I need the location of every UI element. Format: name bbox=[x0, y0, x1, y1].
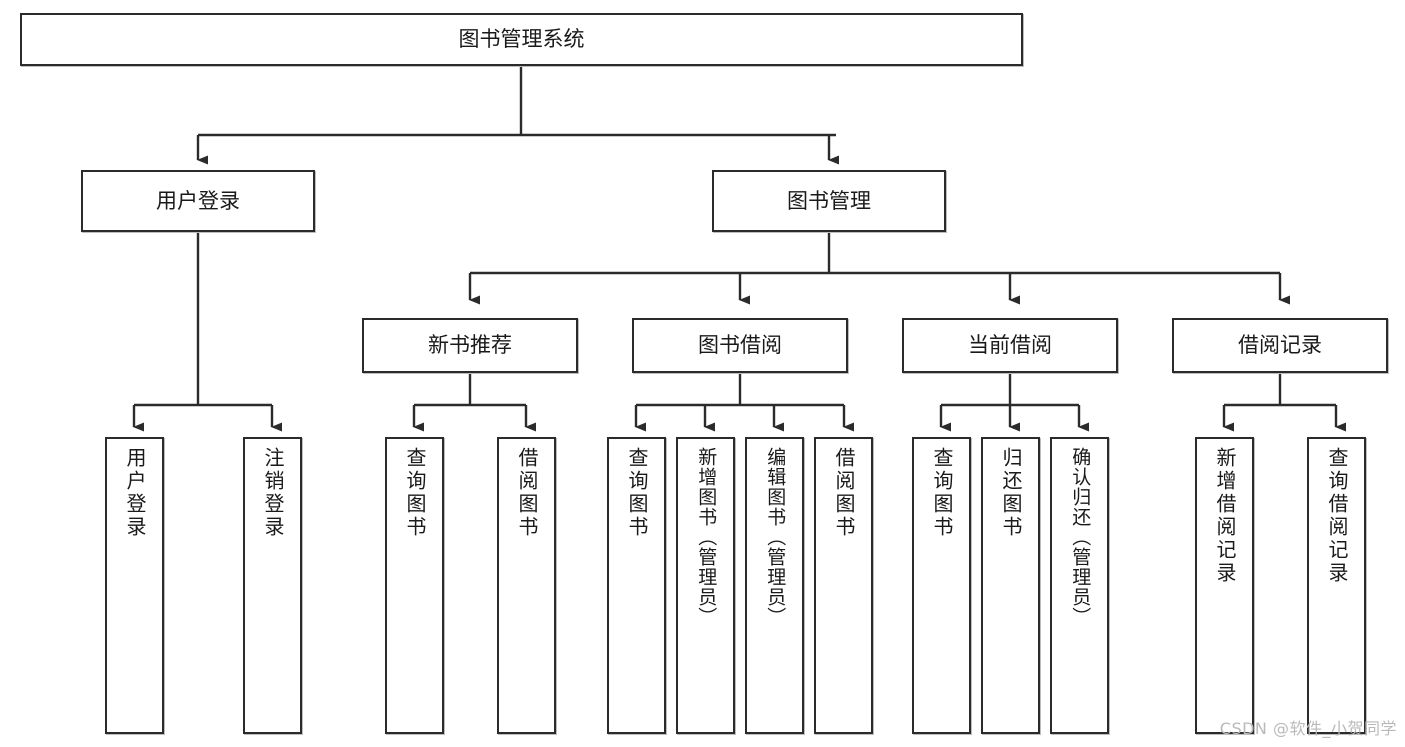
node-label: 图书借阅 bbox=[698, 333, 782, 358]
node-label: 图书管理系统 bbox=[458, 27, 585, 52]
leaf-user-login-login[interactable]: 用户登录 bbox=[105, 437, 164, 734]
leaf-borrow-record-add-record[interactable]: 新增借阅记录 bbox=[1195, 437, 1254, 734]
node-label: 借阅图书 bbox=[515, 447, 539, 539]
node-label: 归还图书 bbox=[999, 447, 1023, 539]
leaf-book-borrow-query-book[interactable]: 查询图书 bbox=[607, 437, 666, 734]
node-label: 查询图书 bbox=[930, 447, 954, 539]
node-label: 用户登录 bbox=[156, 188, 240, 213]
node-label: 借阅记录 bbox=[1238, 333, 1322, 358]
node-label: 图书管理 bbox=[787, 188, 871, 213]
node-label: 查询借阅记录 bbox=[1325, 447, 1349, 585]
node-user-login[interactable]: 用户登录 bbox=[81, 170, 315, 232]
node-borrow-record[interactable]: 借阅记录 bbox=[1172, 318, 1388, 373]
node-label: 查询图书 bbox=[403, 447, 427, 539]
leaf-book-borrow-add-book-admin[interactable]: 新增图书（管理员） bbox=[676, 437, 735, 734]
node-root-book-management-system[interactable]: 图书管理系统 bbox=[20, 13, 1023, 66]
leaf-new-book-borrow-book[interactable]: 借阅图书 bbox=[497, 437, 556, 734]
leaf-borrow-record-query-record[interactable]: 查询借阅记录 bbox=[1307, 437, 1366, 734]
node-label: 注销登录 bbox=[261, 447, 285, 539]
node-label: 用户登录 bbox=[123, 447, 147, 539]
node-book-management[interactable]: 图书管理 bbox=[712, 170, 946, 232]
leaf-book-borrow-edit-book-admin[interactable]: 编辑图书（管理员） bbox=[745, 437, 804, 734]
leaf-book-borrow-borrow-book[interactable]: 借阅图书 bbox=[814, 437, 873, 734]
node-new-book-recommend[interactable]: 新书推荐 bbox=[362, 318, 578, 373]
node-book-borrow[interactable]: 图书借阅 bbox=[632, 318, 848, 373]
node-label: 查询图书 bbox=[625, 447, 649, 539]
node-label: 借阅图书 bbox=[832, 447, 856, 539]
node-label: 新增图书（管理员） bbox=[695, 447, 718, 627]
leaf-user-login-logout[interactable]: 注销登录 bbox=[243, 437, 302, 734]
node-current-borrow[interactable]: 当前借阅 bbox=[902, 318, 1118, 373]
csdn-watermark: CSDN @软件_小贺同学 bbox=[1219, 719, 1397, 738]
node-label: 编辑图书（管理员） bbox=[764, 447, 787, 627]
node-label: 确认归还（管理员） bbox=[1069, 447, 1092, 627]
node-label: 新书推荐 bbox=[428, 333, 512, 358]
leaf-new-book-query-book[interactable]: 查询图书 bbox=[385, 437, 444, 734]
leaf-current-borrow-confirm-return-admin[interactable]: 确认归还（管理员） bbox=[1050, 437, 1109, 734]
node-label: 当前借阅 bbox=[968, 333, 1052, 358]
leaf-current-borrow-query-book[interactable]: 查询图书 bbox=[912, 437, 971, 734]
leaf-current-borrow-return-book[interactable]: 归还图书 bbox=[981, 437, 1040, 734]
node-label: 新增借阅记录 bbox=[1213, 447, 1237, 585]
